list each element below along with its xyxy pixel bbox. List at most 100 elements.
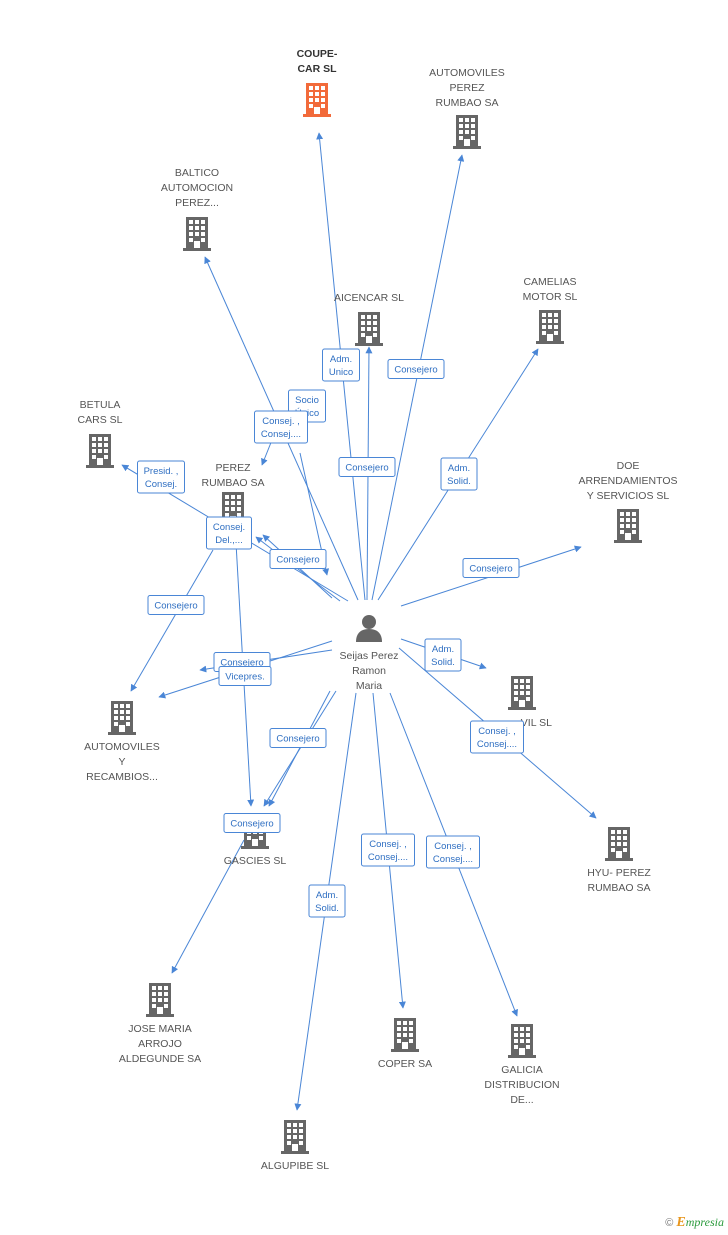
empresia-logo[interactable]: mpresia [685,1215,724,1229]
edge-label-box[interactable] [269,728,327,748]
edge-label-text: Adm. [330,354,352,365]
edge-label-adm-solid-algupibe[interactable]: Adm.Solid. [308,884,346,918]
company-node-hyu[interactable]: HYU- PEREZ RUMBAO SA [587,827,651,894]
company-node-galicia[interactable]: GALICIADISTRIBUCIONDE... [484,1024,560,1106]
node-label-line: HYU- PEREZ [587,867,651,879]
edge-label-box[interactable] [137,460,185,494]
edge-label-consejero-aicencar[interactable]: Consejero [338,457,396,477]
edge-label-presid-betula[interactable]: Presid. ,Consej. [137,460,185,494]
edge-label-box[interactable] [424,638,462,672]
edge-label-box[interactable] [462,558,520,578]
edge-label-consejero-gascies-low[interactable]: Consejero [223,813,281,833]
edge-label-box[interactable] [218,666,272,686]
edge-label-box[interactable] [470,720,524,754]
person-icon[interactable] [356,615,382,642]
company-node-gascies[interactable]: GASCIES SL [224,815,287,867]
node-label-line: RUMBAO SA [435,97,498,109]
edge-label-consejero-doe[interactable]: Consejero [462,558,520,578]
edge-label-box[interactable] [387,359,445,379]
edge-label-text: Consej.... [433,854,473,865]
building-icon[interactable] [391,1018,419,1052]
node-label-line: ARRENDAMIENTOS [579,475,678,487]
node-label-line: CAMELIAS [523,276,576,288]
edge-label-box[interactable] [426,835,480,869]
edge-label-box[interactable] [322,348,360,382]
company-node-camelias[interactable]: CAMELIAS MOTOR SL [523,276,578,344]
edge-label-consejero-recambios-left[interactable]: Consejero [147,595,205,615]
node-label-line: MOTOR SL [523,291,578,303]
empresia-logo-initial[interactable]: E [676,1215,686,1230]
node-label-line: RUMBAO SA [587,882,650,894]
edge-label-text: Adm. [448,463,470,474]
edge-label-box[interactable] [269,549,327,569]
edge-label-consej-coper[interactable]: Consej. ,Consej.... [361,833,415,867]
company-node-aicencar[interactable]: AICENCAR SL [334,292,404,346]
copyright-symbol: © [665,1217,674,1229]
edge-label-consejero-perez[interactable]: Consejero [269,549,327,569]
building-icon[interactable] [614,509,642,543]
edge-label-text: Unico [329,367,353,378]
edge-label-box[interactable] [147,595,205,615]
edge-label-adm-solid-vil[interactable]: Adm.Solid. [424,638,462,672]
edge-label-box[interactable] [440,457,478,491]
edge-label-box[interactable] [223,813,281,833]
edge-label-box[interactable] [361,833,415,867]
edge-label-adm-solid-camelias[interactable]: Adm.Solid. [440,457,478,491]
company-node-coupe[interactable]: COUPE-CAR SL [297,48,338,117]
edge-label-text: Consejero [220,658,263,669]
node-label-line: DE... [510,1094,533,1106]
edge-label-text: Consejero [276,555,319,566]
edge-label-text: Vicepres. [225,672,264,683]
node-label-line: AUTOMOCION [161,182,233,194]
edge-label-text: Del.,... [215,535,242,546]
edge-label-consejero-gascies[interactable]: Consejero [269,728,327,748]
building-icon[interactable] [108,701,136,735]
node-label-line: CAR SL [297,63,337,75]
building-icon[interactable] [508,676,536,710]
edge-line [130,549,214,692]
building-icon[interactable] [86,434,114,468]
node-label-line: AUTOMOVILES [429,67,505,79]
building-icon[interactable] [303,83,331,117]
building-icon[interactable] [281,1120,309,1154]
node-label-line: BALTICO [175,167,219,179]
building-icon[interactable] [605,827,633,861]
edge-label-consejero-automoviles-perez[interactable]: Consejero [387,359,445,379]
building-icon[interactable] [536,310,564,344]
edge-label-consej-baltico[interactable]: Consej. ,Consej.... [254,410,308,444]
company-node-coper[interactable]: COPER SA [378,1018,432,1070]
building-icon[interactable] [453,115,481,149]
building-icon[interactable] [508,1024,536,1058]
node-label-line: AUTOMOVILES [84,741,160,753]
node-label-line: DOE [617,460,640,472]
edge-label-box[interactable] [206,516,252,550]
edge-label-adm-unico[interactable]: Adm. Unico [322,348,360,382]
building-icon[interactable] [183,217,211,251]
edge-label-consej-hyu[interactable]: Consej. ,Consej.... [470,720,524,754]
node-label-line: ARROJO [138,1038,182,1050]
edge-label-text: Consejero [394,365,437,376]
edge-label-text: Consej.... [477,739,517,750]
edge-label-text: Adm. [432,644,454,655]
edge-label-box[interactable] [338,457,396,477]
building-icon[interactable] [355,312,383,346]
company-node-baltico[interactable]: BALTICOAUTOMOCIONPEREZ... [161,167,233,251]
edge-label-box[interactable] [308,884,346,918]
company-node-automoviles-recambios[interactable]: AUTOMOVILESYRECAMBIOS... [84,701,160,783]
footer: © Empresia [665,1215,724,1231]
edge-label-consej-del-perez[interactable]: Consej.Del.,... [206,516,252,550]
node-label-line: GASCIES SL [224,855,287,867]
edge-label-vicepres[interactable]: Vicepres. [218,666,272,686]
company-node-algupibe[interactable]: ALGUPIBE SL [261,1120,329,1172]
edge-label-consej-galicia[interactable]: Consej. ,Consej.... [426,835,480,869]
edge-label-text: Consej. , [262,416,300,427]
building-icon[interactable] [146,983,174,1017]
edge-label-box[interactable] [254,410,308,444]
